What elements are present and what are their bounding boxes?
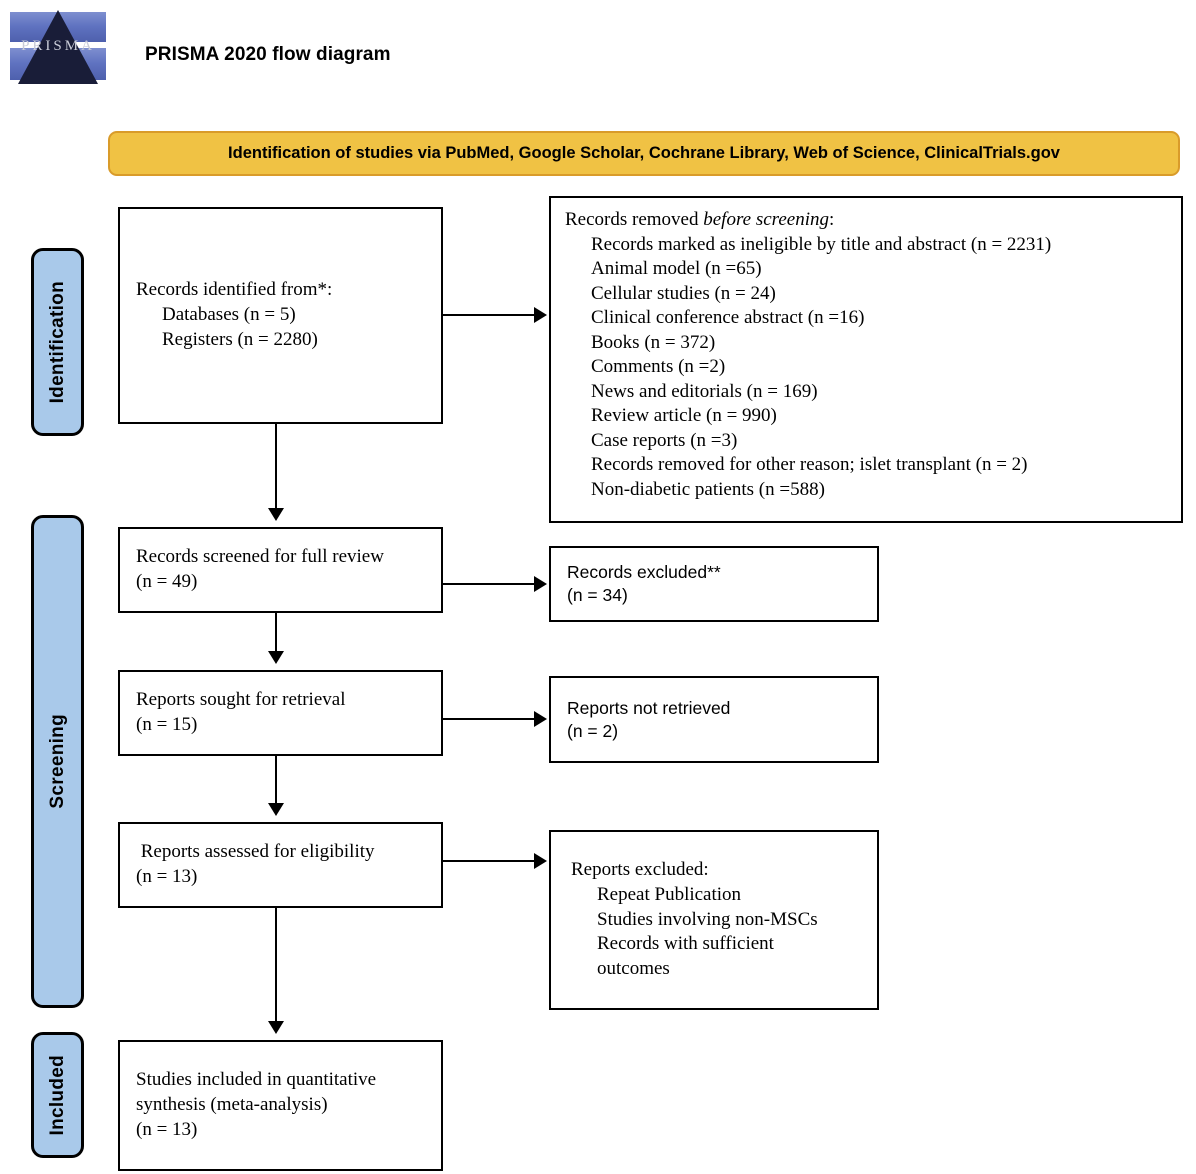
stage-label-screening: Screening — [46, 714, 68, 809]
box-records-screened: Records screened for full review (n = 49… — [118, 527, 443, 613]
box-line: (n = 34) — [567, 585, 628, 605]
box-heading-italic: before screening — [703, 209, 829, 230]
identification-banner-label: Identification of studies via PubMed, Go… — [228, 144, 1060, 162]
arrowhead-down-icon — [268, 1021, 284, 1034]
prisma-logo-triangle-icon — [18, 10, 98, 84]
connector-assessed-to-included — [275, 908, 277, 1021]
box-line: Records with sufficient — [597, 933, 774, 955]
box-heading-post: : — [828, 209, 835, 230]
arrowhead-right-icon — [534, 576, 547, 592]
arrowhead-down-icon — [268, 508, 284, 521]
connector-sought-to-assessed — [275, 756, 277, 803]
arrowhead-down-icon — [268, 651, 284, 664]
box-line: Case reports (n =3) — [591, 429, 738, 451]
box-line: Reports sought for retrieval — [136, 689, 346, 711]
stage-label-identification: Identification — [46, 280, 68, 404]
box-records-removed-before-screening: Records removed before screening: Record… — [549, 196, 1183, 523]
connector-sought-to-not-retrieved — [443, 718, 535, 720]
box-line: Studies included in quantitative — [136, 1069, 377, 1091]
box-line: Clinical conference abstract (n =16) — [591, 307, 865, 328]
arrowhead-right-icon — [534, 711, 547, 727]
page-title: PRISMA 2020 flow diagram — [145, 44, 391, 65]
stage-bar-included: Included — [31, 1032, 84, 1158]
box-line: Records screened for full review — [136, 546, 384, 568]
box-records-identified: Records identified from*: Databases (n =… — [118, 207, 443, 424]
connector-screened-to-sought — [275, 613, 277, 651]
box-heading: Records removed before screening: — [565, 208, 1167, 233]
connector-screened-to-excluded — [443, 583, 535, 585]
box-line: Studies involving non-MSCs — [597, 908, 818, 930]
stage-bar-identification: Identification — [31, 248, 84, 436]
box-line: (n = 15) — [136, 714, 198, 735]
box-line: synthesis (meta-analysis) — [136, 1094, 328, 1116]
box-reports-sought-for-retrieval: Reports sought for retrieval (n = 15) — [118, 670, 443, 756]
box-line: Records removed for other reason; islet … — [591, 454, 1028, 475]
box-line: (n = 2) — [567, 720, 619, 741]
box-line: Registers (n = 2280) — [162, 328, 318, 350]
box-line: outcomes — [597, 958, 670, 980]
box-line: Records marked as ineligible by title an… — [591, 233, 1052, 255]
stage-label-included: Included — [46, 1054, 68, 1136]
prisma-logo-wordmark: PRISMA — [21, 38, 95, 54]
box-line: News and editorials (n = 169) — [591, 380, 818, 402]
box-records-excluded: Records excluded** (n = 34) — [549, 546, 879, 622]
box-line: (n = 13) — [136, 1118, 198, 1140]
box-line: Reports not retrieved — [567, 697, 731, 718]
box-heading-pre: Records removed — [565, 209, 704, 230]
arrowhead-right-icon — [534, 307, 547, 323]
box-line: Records identified from*: — [136, 279, 333, 301]
connector-identified-to-screened — [275, 424, 277, 508]
connector-assessed-to-reports-excluded — [443, 860, 535, 862]
identification-banner: Identification of studies via PubMed, Go… — [108, 131, 1180, 176]
box-reports-not-retrieved: Reports not retrieved (n = 2) — [549, 676, 879, 763]
arrowhead-down-icon — [268, 803, 284, 816]
connector-identified-to-removed — [443, 314, 535, 316]
box-line: Reports excluded: — [571, 859, 709, 881]
box-line: Cellular studies (n = 24) — [591, 282, 776, 304]
box-line: Databases (n = 5) — [162, 304, 296, 326]
box-line: Comments (n =2) — [591, 356, 726, 377]
box-reports-assessed-for-eligibility: Reports assessed for eligibility (n = 13… — [118, 822, 443, 908]
box-line: Non-diabetic patients (n =588) — [591, 478, 825, 500]
box-line: Repeat Publication — [597, 883, 742, 905]
prisma-logo: PRISMA — [4, 8, 112, 86]
box-line: (n = 13) — [136, 866, 198, 887]
box-studies-included: Studies included in quantitative synthes… — [118, 1040, 443, 1171]
arrowhead-right-icon — [534, 853, 547, 869]
box-reports-excluded: Reports excluded: Repeat Publication Stu… — [549, 830, 879, 1010]
box-line: Review article (n = 990) — [591, 405, 777, 426]
box-line: Records excluded** — [567, 562, 721, 583]
box-line: Books (n = 372) — [591, 331, 716, 353]
stage-bar-screening: Screening — [31, 515, 84, 1008]
box-line: (n = 49) — [136, 571, 198, 592]
box-line: Animal model (n =65) — [591, 258, 762, 279]
box-line: Reports assessed for eligibility — [136, 841, 375, 863]
